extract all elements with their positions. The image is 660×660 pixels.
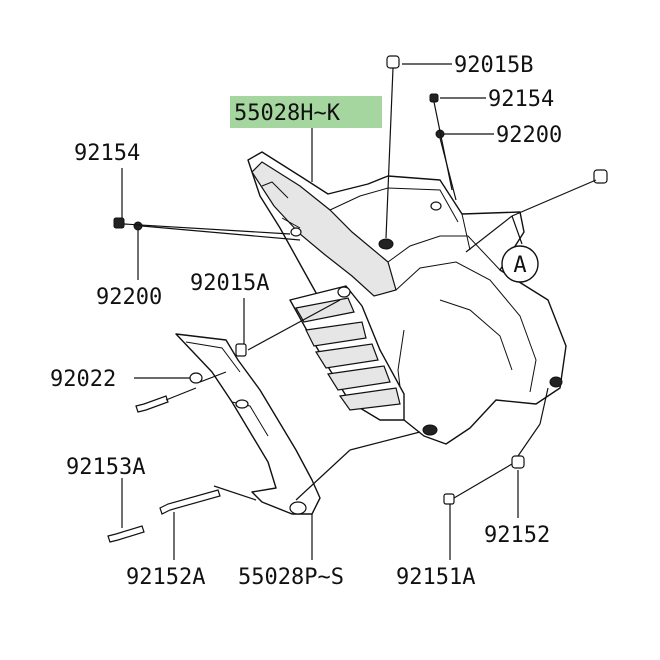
label-92152: 92152 — [484, 523, 550, 548]
highlight-55028HK — [230, 96, 382, 128]
leader-lines — [121, 63, 597, 560]
label-55028PS: 55028P~S — [238, 565, 344, 590]
lower-bracket — [175, 333, 321, 515]
reference-a-label: A — [513, 253, 526, 278]
label-92015B: 92015B — [454, 53, 533, 78]
label-92200-left: 92200 — [96, 285, 162, 310]
part-labels: 92015B 92154 92200 55028H~K 92154 92200 … — [50, 53, 562, 590]
label-92200-top: 92200 — [496, 123, 562, 148]
label-92154-left: 92154 — [74, 141, 140, 166]
label-92154-top: 92154 — [488, 87, 554, 112]
label-55028HK: 55028H~K — [234, 101, 341, 126]
panel-fasteners — [290, 201, 563, 436]
reference-a-circle — [501, 245, 539, 283]
label-92022: 92022 — [50, 367, 116, 392]
label-92015A: 92015A — [190, 271, 269, 296]
label-92152A: 92152A — [126, 565, 205, 590]
label-92151A: 92151A — [396, 565, 475, 590]
label-92153A: 92153A — [66, 455, 145, 480]
